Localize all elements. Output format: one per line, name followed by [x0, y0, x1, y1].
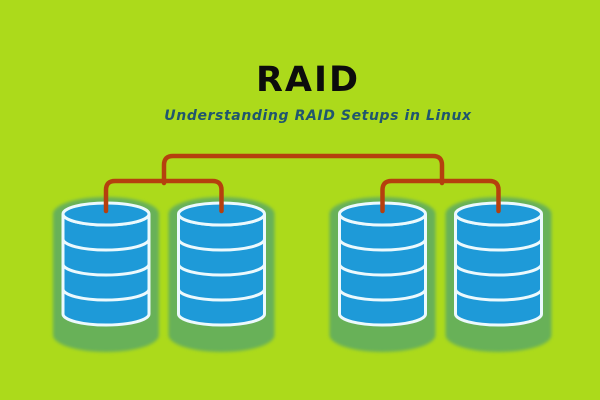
- disk-cylinder-icon: [330, 197, 436, 352]
- disk-pair-2: [330, 197, 552, 352]
- disk-pair-1: [53, 197, 275, 352]
- disk-cylinder-icon: [446, 197, 552, 352]
- disk-cylinder-icon: [169, 197, 275, 352]
- page-title: RAID: [255, 60, 361, 100]
- page-subtitle: Understanding RAID Setups in Linux: [164, 108, 472, 124]
- raid-link-top-bracket: [161, 153, 445, 186]
- disk-cylinder-icon: [53, 197, 159, 352]
